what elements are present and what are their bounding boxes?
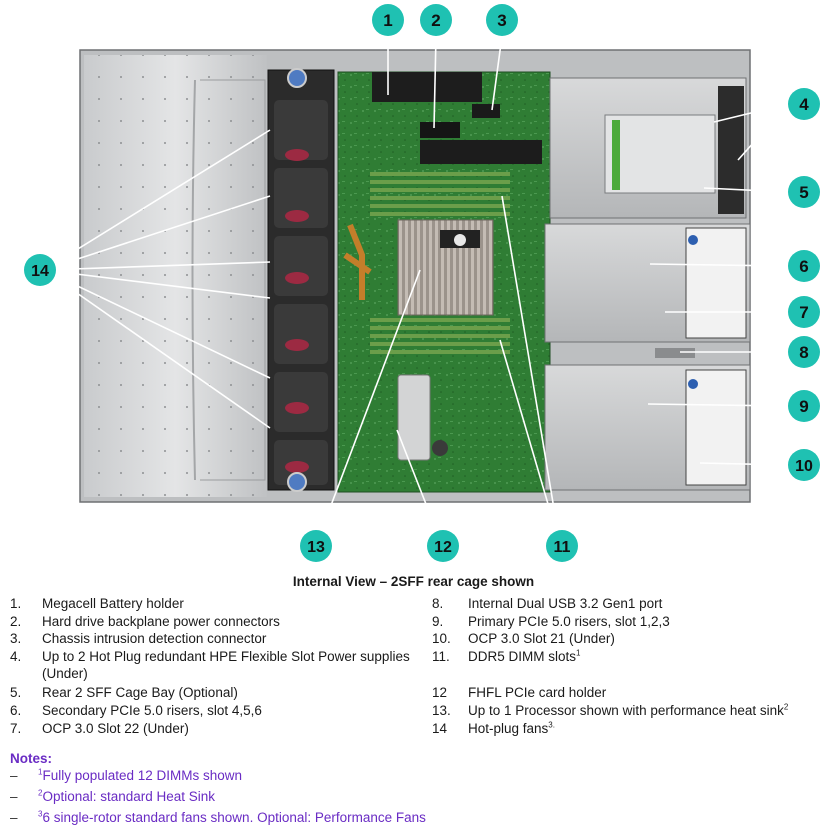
diagram-caption: Internal View – 2SFF rear cage shown <box>292 574 535 589</box>
note-item: –36 single-rotor standard fans shown. Op… <box>10 809 426 825</box>
rear-components <box>544 77 751 491</box>
svg-text:6: 6 <box>799 257 808 276</box>
callout-3: 3 <box>486 4 518 36</box>
fan-bay <box>267 68 335 492</box>
server-internal-view-diagram: 1 2 3 4 5 6 7 8 9 10 11 12 13 14 <box>24 4 820 562</box>
callout-2: 2 <box>420 4 452 36</box>
note-item: –1Fully populated 12 DIMMs shown <box>10 767 243 783</box>
callout-5: 5 <box>788 176 820 208</box>
dimm-slots-bottom <box>370 318 510 354</box>
fan-icon <box>274 168 328 228</box>
dimm-slots-top <box>370 172 510 216</box>
svg-text:7: 7 <box>799 303 808 322</box>
fan-icon <box>274 372 328 432</box>
callout-13: 13 <box>300 530 332 562</box>
svg-text:11: 11 <box>554 539 571 556</box>
svg-text:14: 14 <box>31 263 49 280</box>
notes-section: Notes: –1Fully populated 12 DIMMs shown … <box>10 751 426 831</box>
fan-icon <box>274 440 328 485</box>
callout-10: 10 <box>788 449 820 481</box>
backplane-power-connector <box>420 122 460 138</box>
callout-7: 7 <box>788 296 820 328</box>
svg-text:1: 1 <box>383 11 392 30</box>
battery-holder <box>372 72 482 102</box>
fan-icon <box>274 100 328 161</box>
motherboard <box>337 71 551 493</box>
callout-4: 4 <box>788 88 820 120</box>
svg-text:3: 3 <box>497 11 506 30</box>
callout-9: 9 <box>788 390 820 422</box>
svg-text:9: 9 <box>799 397 808 416</box>
fan-icon <box>274 304 328 364</box>
callout-6: 6 <box>788 250 820 282</box>
svg-text:2: 2 <box>431 11 440 30</box>
callout-8: 8 <box>788 336 820 368</box>
callout-1: 1 <box>372 4 404 36</box>
callout-14: 14 <box>24 254 56 286</box>
svg-text:8: 8 <box>799 343 808 362</box>
notes-title: Notes: <box>10 751 53 766</box>
fan-icon <box>274 236 328 296</box>
note-item: –2Optional: standard Heat Sink <box>10 788 216 804</box>
callout-11: 11 <box>546 530 578 562</box>
svg-text:10: 10 <box>795 458 813 475</box>
svg-text:12: 12 <box>434 539 452 556</box>
svg-text:4: 4 <box>799 95 809 114</box>
callout-12: 12 <box>427 530 459 562</box>
svg-text:13: 13 <box>307 539 325 556</box>
intrusion-connector <box>472 104 500 118</box>
processor-heat-sink <box>397 219 494 316</box>
card-holder <box>397 374 431 461</box>
leader-lines <box>43 35 789 546</box>
svg-text:5: 5 <box>799 183 808 202</box>
